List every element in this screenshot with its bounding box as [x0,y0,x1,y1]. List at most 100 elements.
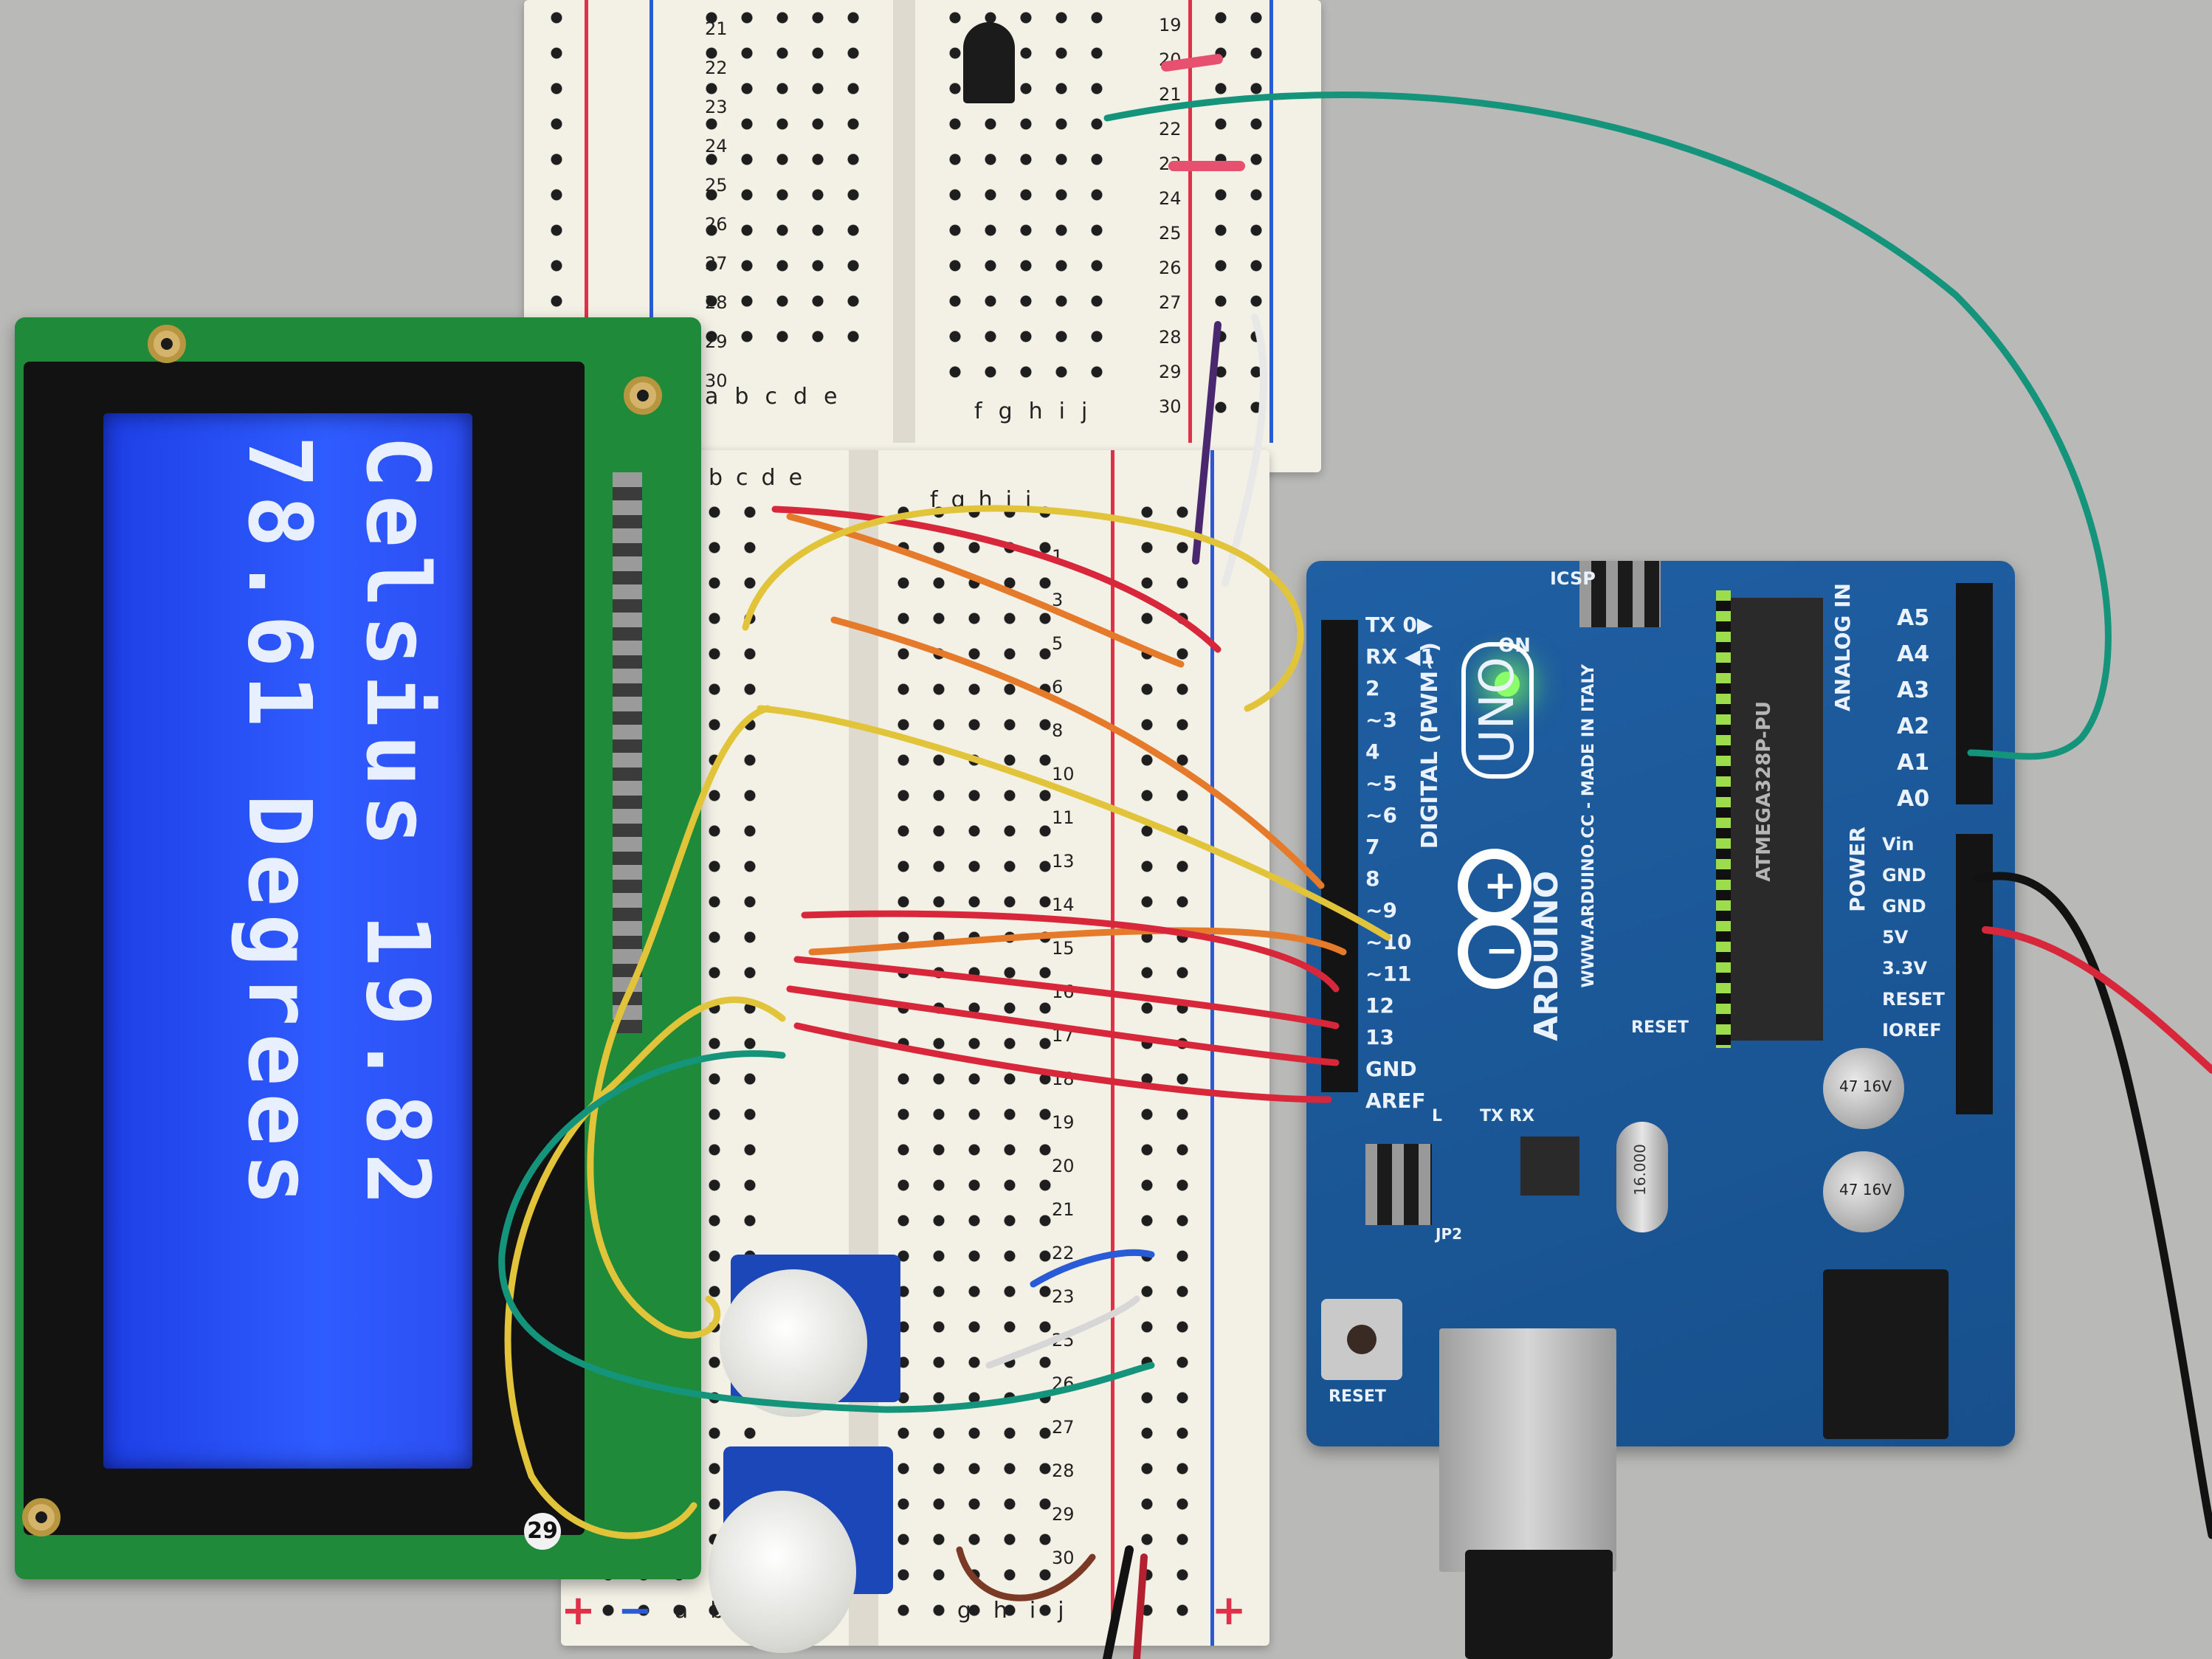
row-number: 22 [1159,119,1182,139]
red-wire-top [1161,54,1223,72]
top-left-rail-blue [650,0,653,347]
pin-label: A1 [1897,750,1930,776]
pin-label: 4 [1365,739,1380,764]
black-wire-gnd [1974,872,2212,1539]
column-letter: c [736,465,748,491]
row-number: 30 [1159,396,1182,417]
red-wire-bottom [1133,1553,1148,1659]
top-right-column-letters: f g h i j [974,399,1087,424]
row-number: 30 [1052,1548,1075,1568]
rx-label: RX [1509,1107,1534,1125]
pin-label: A2 [1897,714,1930,739]
row-number: 20 [1052,1156,1075,1176]
column-letter: j [1058,1598,1064,1624]
row-number: 19 [1159,15,1182,35]
column-letter: b [709,465,723,491]
row-number: 21 [1052,1199,1075,1220]
main-right-terminal-holes [886,494,1063,1616]
brown-wire-pot [956,1546,1096,1601]
row-number: 11 [1052,807,1075,828]
column-letter: a [674,1598,689,1624]
lcd-mounting-hole [22,1498,61,1536]
transistor [963,22,1015,103]
column-letter: h [1028,399,1043,424]
top-left-terminal-holes [694,0,878,347]
plus-symbol: + [1484,862,1517,908]
column-letter: e [823,384,838,410]
column-letter: i [1005,487,1012,513]
on-label: ON [1498,635,1531,657]
pin-label: A5 [1897,605,1930,631]
reset-label: RESET [1329,1387,1386,1406]
row-number: 25 [1159,223,1182,244]
row-number: 21 [705,18,728,39]
icsp-label: ICSP [1550,568,1596,589]
row-number: 23 [705,97,728,117]
potentiometer-2-knob[interactable] [709,1491,856,1653]
row-number: 15 [1052,938,1075,959]
pin-label: 13 [1365,1025,1394,1049]
lcd-mounting-hole [624,376,662,415]
row-number: 27 [705,253,728,274]
purple-wire [1192,321,1222,565]
pin-label: Vin [1882,834,1915,855]
pin-label: 2 [1365,676,1380,700]
capacitor-1: 47 16V [1823,1048,1904,1129]
column-letter: i [1029,1598,1036,1624]
pin-label: GND [1882,865,1926,886]
red-wire-3 [793,956,1340,1029]
row-number: 26 [705,214,728,235]
potentiometer-1-knob[interactable] [720,1269,867,1417]
column-letter: j [1081,399,1088,424]
pin-label: ~5 [1365,771,1397,796]
row-number: 29 [1052,1504,1075,1525]
row-number: 23 [1052,1286,1075,1307]
row-number: 24 [1159,188,1182,209]
plus-label-right: + [1211,1587,1247,1635]
l-label: L [1432,1107,1443,1125]
pin-label: IOREF [1882,1020,1942,1041]
top-right-rail-red [1188,0,1192,443]
pin-label: RESET [1882,989,1945,1010]
row-number: 29 [1159,362,1182,382]
top-left-column-letters: a b c d e [705,384,837,410]
pin-label: 8 [1365,866,1380,891]
column-letter: f [930,487,938,513]
red-wire-1 [771,506,1222,653]
lcd-line-2: 78.61 Degrees [229,435,331,1213]
column-letter: f [974,399,982,424]
power-led [1495,672,1520,697]
usb-b-port[interactable] [1439,1328,1616,1572]
main-row-numbers: 1 3 5 6 8 10 11 13 14 15 16 17 18 19 20 … [1052,546,1075,1568]
digital-header [1321,620,1358,1092]
pin-label: 12 [1365,993,1394,1018]
dc-power-jack [1823,1269,1949,1439]
pin-label: ~6 [1365,803,1397,827]
column-letter: b [734,384,749,410]
plus-label: + [561,1587,596,1635]
aref-pin-label: AREF [1365,1089,1426,1113]
pin-label: A4 [1897,641,1930,667]
digital-pin-labels: TX 0▶ RX ◀1 2 ~3 4 ~5 ~6 7 8 ~9 ~10 ~11 … [1365,613,1435,1113]
yellow-wire-2 [757,705,1391,941]
row-number: 30 [705,370,728,391]
usb-cable-plug [1465,1550,1613,1659]
column-letter: g [957,1598,971,1624]
pin-label: TX 0▶ [1365,613,1433,637]
white-wire-pot [985,1295,1140,1369]
row-number: 27 [1052,1417,1075,1438]
row-number: 28 [1159,327,1182,348]
arduino-infinity-logo: + − [1447,834,1543,1011]
pin-label: 3.3V [1882,958,1928,979]
column-letter: d [793,384,807,410]
row-number: 29 [705,331,728,352]
row-number: 28 [705,292,728,313]
black-wire-bottom [1103,1545,1134,1659]
red-wire-2 [801,910,1340,993]
row-number: 3 [1052,590,1064,610]
column-letter: a [705,384,719,410]
column-letter: h [993,1598,1007,1624]
reset-button[interactable] [1347,1325,1377,1354]
red-wire-5v [1982,926,2212,1074]
